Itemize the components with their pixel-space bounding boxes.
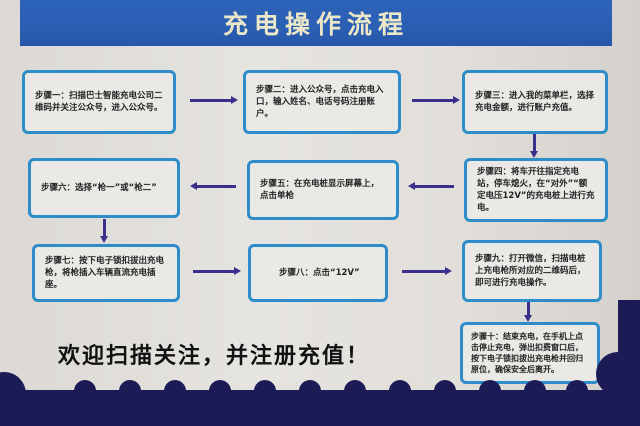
scallop-decoration xyxy=(299,380,321,402)
scallop-decoration xyxy=(389,380,411,402)
scallop-decoration xyxy=(479,380,501,402)
step-3-box: 步骤三：进入我的菜单栏，选择充电金额，进行账户充值。 xyxy=(462,70,608,134)
arrow-down-icon xyxy=(524,302,532,322)
title-banner: 充电操作流程 xyxy=(20,0,612,46)
page-title: 充电操作流程 xyxy=(222,10,409,39)
step-6-box: 步骤六：选择“枪一”或“枪二” xyxy=(28,158,180,218)
step-8-text: 步骤八：点击“12V” xyxy=(279,268,360,278)
step-5-box: 步骤五：在充电桩显示屏幕上，点击单枪 xyxy=(247,160,399,220)
arrow-left-icon xyxy=(190,182,236,190)
step-4-box: 步骤四：将车开往指定充电站，停车熄火，在“对外”“额定电压12V”的充电桩上进行… xyxy=(464,158,608,222)
step-7-text: 步骤七：按下电子锁扣拔出充电枪，将枪插入车辆直流充电插座。 xyxy=(45,256,165,290)
scallop-decoration xyxy=(254,380,276,402)
step-7-box: 步骤七：按下电子锁扣拔出充电枪，将枪插入车辆直流充电插座。 xyxy=(32,244,180,302)
arrow-left-icon xyxy=(408,182,454,190)
step-10-box: 步骤十：结束充电，在手机上点击停止充电，弹出扣费窗口后，按下电子锁扣拔出充电枪并… xyxy=(460,322,600,384)
scallop-decoration xyxy=(524,380,546,402)
arrow-right-icon xyxy=(402,267,452,275)
scallop-decoration xyxy=(434,380,456,402)
step-2-box: 步骤二：进入公众号，点击充电入口，输入姓名、电话号码注册账户。 xyxy=(243,70,401,134)
slogan: 欢迎扫描关注，并注册充值！ xyxy=(58,344,371,369)
scallop-decoration xyxy=(209,380,231,402)
step-1-text: 步骤一：扫描巴士智能充电公司二维码并关注公众号，进入公众号。 xyxy=(35,91,163,113)
scallop-decoration xyxy=(164,380,186,402)
arrow-right-icon xyxy=(190,96,238,104)
step-5-text: 步骤五：在充电桩显示屏幕上，点击单枪 xyxy=(260,179,380,201)
arrow-right-icon xyxy=(412,96,460,104)
step-1-box: 步骤一：扫描巴士智能充电公司二维码并关注公众号，进入公众号。 xyxy=(22,70,176,134)
arrow-right-icon xyxy=(193,267,241,275)
corner-decoration xyxy=(596,352,640,396)
scallop-decoration xyxy=(566,380,588,402)
step-9-text: 步骤九：打开微信，扫描电桩上充电枪所对应的二维码后，即可进行充电操作。 xyxy=(475,254,586,288)
step-6-text: 步骤六：选择“枪一”或“枪二” xyxy=(41,183,157,193)
step-8-box: 步骤八：点击“12V” xyxy=(248,244,388,302)
scallop-decoration xyxy=(119,380,141,402)
step-10-text: 步骤十：结束充电，在手机上点击停止充电，弹出扣费窗口后，按下电子锁扣拔出充电枪并… xyxy=(471,332,583,374)
step-9-box: 步骤九：打开微信，扫描电桩上充电枪所对应的二维码后，即可进行充电操作。 xyxy=(462,240,602,302)
arrow-down-icon xyxy=(100,219,108,243)
scallop-decoration xyxy=(344,380,366,402)
step-4-text: 步骤四：将车开往指定充电站，停车熄火，在“对外”“额定电压12V”的充电桩上进行… xyxy=(477,167,595,213)
step-3-text: 步骤三：进入我的菜单栏，选择充电金额，进行账户充值。 xyxy=(475,91,595,113)
step-2-text: 步骤二：进入公众号，点击充电入口，输入姓名、电话号码注册账户。 xyxy=(256,85,384,119)
arrow-down-icon xyxy=(530,134,538,158)
scallop-decoration xyxy=(74,380,96,402)
